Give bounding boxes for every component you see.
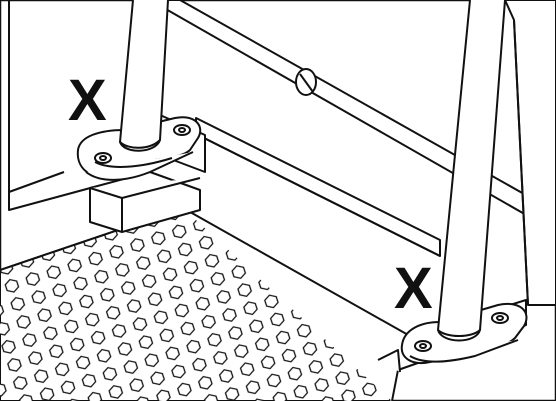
left-leg-tube bbox=[119, 0, 169, 152]
right-leg-tube bbox=[437, 0, 506, 342]
side-panel-right bbox=[504, 0, 556, 306]
x-marker-left: X bbox=[68, 68, 107, 133]
rail-slot-upper bbox=[295, 68, 317, 96]
x-marker-right: X bbox=[394, 256, 433, 321]
frame-top-left bbox=[8, 0, 95, 211]
